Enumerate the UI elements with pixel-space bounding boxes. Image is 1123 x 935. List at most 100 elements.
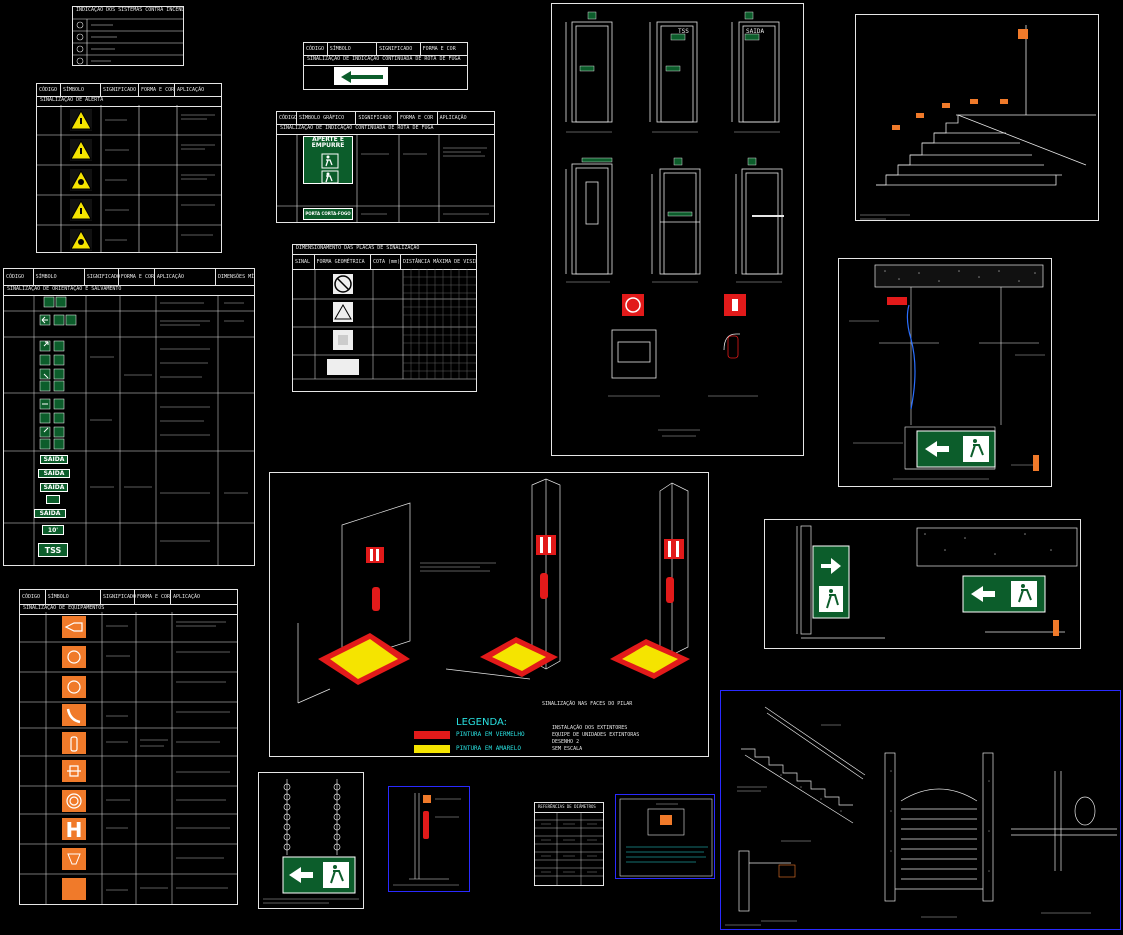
tss-sign: TSS <box>38 543 68 557</box>
saida-door-sign: SAIDA <box>746 28 765 35</box>
extinguisher-icon <box>70 736 78 752</box>
col-size: COTA (mm) <box>371 255 401 269</box>
col-application: APLICAÇÃO <box>155 269 216 285</box>
doors-drawing <box>565 11 784 437</box>
left-arrow-sign <box>334 67 388 85</box>
pillar-caption: SINALIZAÇÃO NAS FACES DO PILAR <box>542 701 633 707</box>
wall-sign-panel <box>764 519 1081 649</box>
pillar-extinguisher-panel: LEGENDA: PINTURA EM VERMELHO PINTURA EM … <box>269 472 709 757</box>
legend-red-swatch <box>414 731 450 739</box>
saida-accessible-sign: SAIDA <box>34 509 66 518</box>
hose-icon <box>67 765 81 777</box>
prohibition-circle-icon <box>333 274 353 294</box>
rectangle-shape-icon <box>327 359 359 375</box>
orientation-table-header: CÓDIGO SÍMBOLO SIGNIFICADO FORMA E COR A… <box>4 269 254 286</box>
stair-drawing <box>860 25 1096 220</box>
col-shape: FORMA GEOMÉTRICA <box>315 255 371 269</box>
col-code: CÓDIGO <box>20 590 46 604</box>
col-meaning: SIGNIFICADO <box>85 269 120 285</box>
orientation-signs-table: CÓDIGO SÍMBOLO SIGNIFICADO FORMA E COR A… <box>3 268 255 566</box>
col-meaning: SIGNIFICADO <box>101 590 136 604</box>
pillar-note-1: INSTALAÇÃO DOS EXTINTORES <box>552 725 628 731</box>
legend-red-label: PINTURA EM VERMELHO <box>456 731 525 738</box>
alarm-horn-icon <box>64 622 83 632</box>
ceiling-sign-panel <box>838 258 1052 487</box>
col-shape: FORMA E COR <box>135 590 171 604</box>
orientation-table-drawing <box>4 295 254 565</box>
alert-section-title: SINALIZAÇÃO DE ALERTA <box>37 97 221 107</box>
col-shape: FORMA E COR <box>422 45 456 52</box>
col-code: CÓDIGO <box>277 112 297 124</box>
equipment-section-title: SINALIZAÇÃO DE EQUIPAMENTOS <box>20 605 237 615</box>
col-symbol: SÍMBOLO GRÁFICO <box>297 112 357 124</box>
equipment-signs-table: CÓDIGO SÍMBOLO SIGNIFICADO FORMA E COR A… <box>19 589 238 905</box>
escape-table-2-header: CÓDIGO SÍMBOLO GRÁFICO SIGNIFICADO FORMA… <box>277 112 494 125</box>
col-meaning: SIGNIFICADO <box>101 84 139 96</box>
saida-man-sign: SAIDA <box>40 483 68 492</box>
extinguisher-icon <box>732 299 738 311</box>
saida-sign: SAIDA <box>40 455 68 464</box>
chain-sign-drawing <box>263 779 359 904</box>
dimension-table-drawing <box>293 269 476 380</box>
fire-door-sign: PORTA CORTA-FOGO <box>303 208 353 220</box>
stair-sections-drawing <box>725 706 1117 926</box>
extinguisher-mount-panel <box>388 786 470 892</box>
wall-sign-drawing <box>796 525 1078 639</box>
pillar-note-4: SEM ESCALA <box>552 746 583 752</box>
sign-dimension-table: DIMENSIONAMENTO DAS PLACAS DE SINALIZAÇÃ… <box>292 244 477 392</box>
ten-min-sign: 10' <box>42 525 64 535</box>
push-bar-sign-text: APERTE E EMPURRE <box>311 136 345 149</box>
fire-systems-table: INDICAÇÃO DOS SISTEMAS CONTRA INCÊNDIO <box>72 6 184 66</box>
col-symbol: SÍMBOLO <box>328 43 378 55</box>
alert-table-header: CÓDIGO SÍMBOLO SIGNIFICADO FORMA E COR A… <box>37 84 221 97</box>
floor-marking-1 <box>318 633 410 685</box>
valve-icon <box>67 853 81 865</box>
col-code: CÓDIGO <box>37 84 61 96</box>
equipment-table-header: CÓDIGO SÍMBOLO SIGNIFICADO FORMA E COR A… <box>20 590 237 605</box>
accessible-icon <box>46 495 60 504</box>
diameters-grid <box>535 812 603 885</box>
col-application: APLICAÇÃO <box>172 593 201 600</box>
col-dimensions: DIMENSÕES MÍNIMAS <box>217 273 255 280</box>
col-symbol: SÍMBOLO <box>61 84 101 96</box>
triangle-shape-icon <box>333 302 353 322</box>
fire-systems-icons <box>73 18 183 65</box>
col-symbol: SÍMBOLO <box>34 269 85 285</box>
legend-yellow-swatch <box>414 745 450 753</box>
stair-panel <box>855 14 1099 221</box>
hanging-chain-panel <box>258 772 364 909</box>
fire-systems-title: INDICAÇÃO DOS SISTEMAS CONTRA INCÊNDIO <box>76 7 184 13</box>
stair-sections-panel <box>720 690 1121 930</box>
diameters-table: REFERÊNCIAS DE DIÂMETROS <box>534 802 604 886</box>
hanging-exit-sign <box>962 575 1046 613</box>
fire-door-sign-text: PORTA CORTA-FOGO <box>305 211 351 216</box>
wall-exit-sign <box>812 545 850 619</box>
equipment-table-drawing: H <box>20 612 237 904</box>
note-drawing <box>619 798 713 877</box>
escape-table-2-lines <box>277 134 494 222</box>
orientation-section-title: SINALIZAÇÃO DE ORIENTAÇÃO E SALVAMENTO <box>4 286 254 296</box>
col-application: APLICAÇÃO <box>177 86 205 93</box>
alarm-button-icon <box>67 650 81 664</box>
ceiling-drawing <box>849 264 1045 480</box>
pillar-drawing <box>297 478 690 753</box>
hose-reel-icon <box>625 297 641 313</box>
doors-panel: TSS SAIDA <box>551 3 804 456</box>
escape-table-2-section: SINALIZAÇÃO DE INDICAÇÃO CONTINUADA DE R… <box>277 125 494 135</box>
floor-marking-3 <box>610 639 690 679</box>
col-shape: FORMA E COR <box>398 112 438 124</box>
hydrant-letter-icon: H <box>66 818 83 842</box>
hose-reel-icon <box>66 793 82 809</box>
extinguisher-mount-drawing <box>393 793 461 886</box>
col-signal: SINAL <box>293 255 315 269</box>
running-man-icon <box>321 153 339 184</box>
push-bar-sign: APERTE E EMPURRE <box>303 136 353 184</box>
pillar-note-2: EQUIPE DE UNIDADES EXTINTORAS <box>552 732 640 738</box>
dimension-table-title: DIMENSIONAMENTO DAS PLACAS DE SINALIZAÇÃ… <box>293 245 476 255</box>
escape-route-table-2: CÓDIGO SÍMBOLO GRÁFICO SIGNIFICADO FORMA… <box>276 111 495 223</box>
legend-yellow-label: PINTURA EM AMARELO <box>456 745 522 752</box>
saida-arrow-sign: SAIDA <box>38 469 70 478</box>
arrow-icon <box>41 316 49 433</box>
col-code: CÓDIGO <box>4 269 34 285</box>
alert-signs-table: CÓDIGO SÍMBOLO SIGNIFICADO FORMA E COR A… <box>36 83 222 253</box>
